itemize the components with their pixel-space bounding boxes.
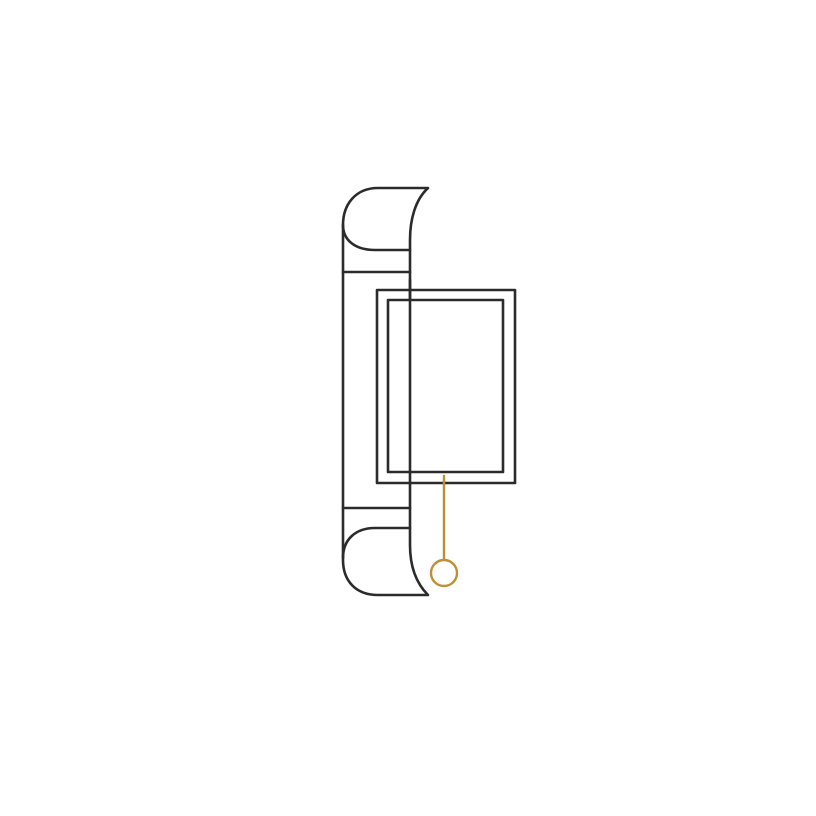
backplate (341, 186, 430, 597)
pull-chain-ring (429, 558, 459, 588)
shade-inner-panel (386, 298, 505, 474)
bottom-cap-curve (341, 526, 412, 560)
shade-outer-frame (375, 288, 517, 485)
pull-chain (429, 474, 459, 588)
shade (375, 278, 517, 485)
backplate-outline (341, 186, 430, 597)
top-cap-curve (341, 223, 412, 252)
